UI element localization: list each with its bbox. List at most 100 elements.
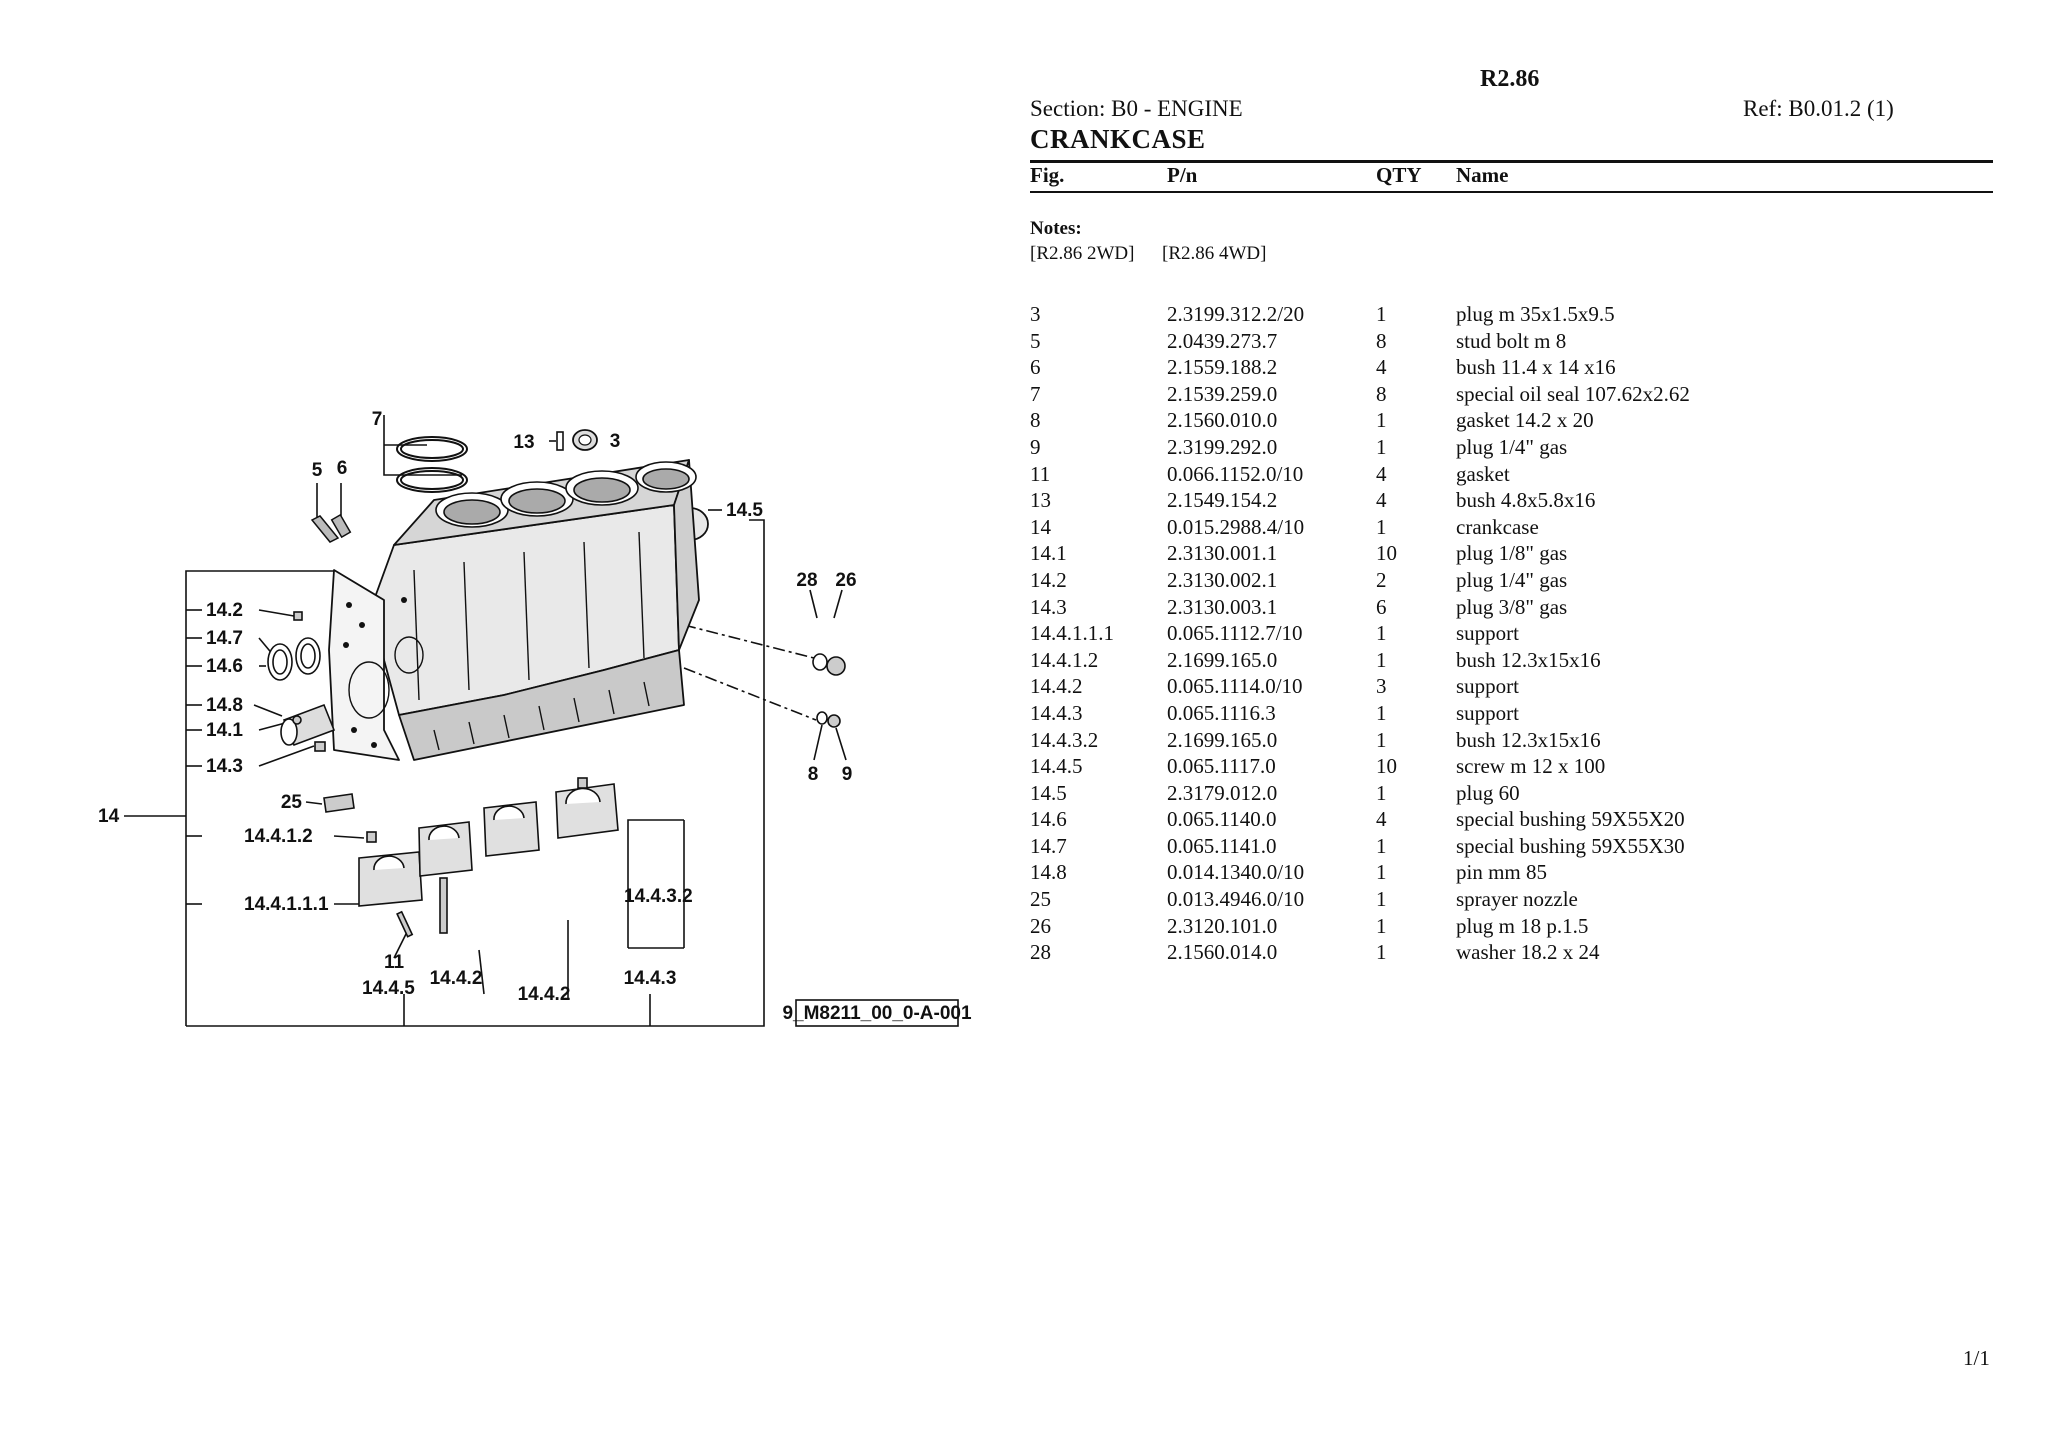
- row-part-number: 2.1560.014.0: [1167, 940, 1278, 965]
- row-fig: 14.4.3.2: [1030, 727, 1099, 752]
- table-row: 14.6 0.065.1140.0 4 special bushing 59X5…: [1030, 806, 1990, 833]
- table-row: 7 2.1539.259.0 8 special oil seal 107.62…: [1030, 381, 1990, 408]
- row-name: support: [1456, 621, 1519, 646]
- table-row: 14.1 2.3130.001.1 10 plug 1/8" gas: [1030, 540, 1990, 567]
- row-qty: 1: [1376, 302, 1387, 326]
- row-fig: 25: [1030, 887, 1051, 912]
- row-part-number: 2.3199.312.2/20: [1167, 302, 1305, 326]
- callout-14-4-3: 14.4.3: [624, 968, 677, 989]
- table-row: 5 2.0439.273.7 8 stud bolt m 8: [1030, 328, 1990, 355]
- row-part-number: 2.0439.273.7: [1167, 328, 1278, 353]
- table-row: 14.2 2.3130.002.1 2 plug 1/4" gas: [1030, 567, 1990, 594]
- row-fig: 14.2: [1030, 567, 1067, 592]
- row-name: special bushing 59X55X20: [1456, 807, 1685, 832]
- row-part-number: 0.065.1112.7/10: [1167, 621, 1303, 646]
- row-name: gasket 14.2 x 20: [1456, 408, 1594, 433]
- row-name: gasket: [1456, 461, 1510, 486]
- table-row: 14.4.1.2 2.1699.165.0 1 bush 12.3x15x16: [1030, 647, 1990, 674]
- table-row: 14.4.1.1.1 0.065.1112.7/10 1 support: [1030, 620, 1990, 647]
- column-header-pn: P/n: [1167, 163, 1198, 187]
- callout-14-4-2-b: 14.4.2: [518, 984, 571, 1005]
- row-fig: 9: [1030, 434, 1041, 459]
- row-part-number: 0.065.1117.0: [1167, 754, 1276, 779]
- row-name: plug m 35x1.5x9.5: [1456, 302, 1615, 326]
- row-name: plug 60: [1456, 780, 1520, 805]
- callout-14-4-5: 14.4.5: [362, 978, 415, 999]
- row-name: special oil seal 107.62x2.62: [1456, 381, 1690, 406]
- callout-14-6: 14.6: [206, 656, 243, 677]
- row-name: bush 11.4 x 14 x16: [1456, 355, 1616, 380]
- callout-11: 11: [384, 952, 405, 973]
- row-part-number: 0.066.1152.0/10: [1167, 461, 1304, 486]
- reference-label: Ref: B0.01.2 (1): [1743, 96, 1894, 121]
- row-name: screw m 12 x 100: [1456, 754, 1606, 779]
- model-code: R2.86: [1480, 66, 1540, 92]
- row-qty: 1: [1376, 940, 1387, 965]
- table-row: 11 0.066.1152.0/10 4 gasket: [1030, 461, 1990, 488]
- row-name: crankcase: [1456, 514, 1539, 539]
- callout-28: 28: [796, 570, 817, 591]
- crankcase-exploded-diagram: 9_M8211_00_0-A-001 7 13 3 5 6 14.5 14.2 …: [98, 409, 972, 1027]
- column-header-fig: Fig.: [1030, 163, 1065, 187]
- table-row: 14 0.015.2988.4/10 1 crankcase: [1030, 514, 1990, 541]
- row-part-number: 2.1560.010.0: [1167, 408, 1278, 433]
- row-fig: 14.6: [1030, 807, 1067, 832]
- row-name: support: [1456, 700, 1519, 725]
- callout-3: 3: [610, 431, 621, 452]
- row-qty: 1: [1376, 727, 1387, 752]
- table-row: 13 2.1549.154.2 4 bush 4.8x5.8x16: [1030, 487, 1990, 514]
- row-name: bush 12.3x15x16: [1456, 647, 1601, 672]
- table-row: 14.7 0.065.1141.0 1 special bushing 59X5…: [1030, 833, 1990, 860]
- row-name: bush 12.3x15x16: [1456, 727, 1601, 752]
- callout-14-5: 14.5: [726, 500, 763, 521]
- row-fig: 14.4.1.2: [1030, 647, 1099, 672]
- row-fig: 5: [1030, 328, 1041, 353]
- row-name: pin mm 85: [1456, 860, 1548, 885]
- parts-list: 3 2.3199.312.2/20 1 plug m 35x1.5x9.5 5 …: [1030, 301, 1990, 966]
- column-header-qty: QTY: [1376, 163, 1422, 187]
- row-name: stud bolt m 8: [1456, 328, 1567, 353]
- row-part-number: 0.065.1116.3: [1167, 700, 1276, 725]
- row-fig: 26: [1030, 913, 1051, 938]
- row-part-number: 2.3199.292.0: [1167, 434, 1278, 459]
- table-row: 14.5 2.3179.012.0 1 plug 60: [1030, 780, 1990, 807]
- variant-4wd: [R2.86 4WD]: [1162, 243, 1267, 264]
- header-rule-top: [1030, 160, 1993, 163]
- row-fig: 14.4.5: [1030, 754, 1083, 779]
- row-fig: 14.4.3: [1030, 700, 1083, 725]
- callout-14-4-2-a: 14.4.2: [430, 968, 483, 989]
- table-row: 28 2.1560.014.0 1 washer 18.2 x 24: [1030, 939, 1990, 966]
- table-row: 3 2.3199.312.2/20 1 plug m 35x1.5x9.5: [1030, 301, 1990, 328]
- table-row: 14.4.2 0.065.1114.0/10 3 support: [1030, 673, 1990, 700]
- callout-14-3: 14.3: [206, 756, 243, 777]
- callout-14: 14: [98, 806, 120, 827]
- callout-26: 26: [835, 570, 856, 591]
- page-title: CRANKCASE: [1030, 124, 1206, 154]
- row-qty: 8: [1376, 328, 1387, 353]
- row-part-number: 2.3130.001.1: [1167, 541, 1278, 566]
- variant-2wd: [R2.86 2WD]: [1030, 243, 1135, 264]
- row-name: washer 18.2 x 24: [1456, 940, 1600, 965]
- row-name: plug 3/8" gas: [1456, 594, 1568, 619]
- row-fig: 7: [1030, 381, 1041, 406]
- table-row: 9 2.3199.292.0 1 plug 1/4" gas: [1030, 434, 1990, 461]
- row-part-number: 2.1559.188.2: [1167, 355, 1278, 380]
- table-row: 14.3 2.3130.003.1 6 plug 3/8" gas: [1030, 594, 1990, 621]
- row-qty: 1: [1376, 621, 1387, 646]
- row-qty: 10: [1376, 541, 1397, 566]
- row-part-number: 0.013.4946.0/10: [1167, 887, 1305, 912]
- callout-14-7: 14.7: [206, 628, 243, 649]
- callout-9: 9: [842, 764, 853, 785]
- row-qty: 3: [1376, 674, 1387, 699]
- row-part-number: 0.015.2988.4/10: [1167, 514, 1305, 539]
- diagram-code-box: [795, 999, 959, 1027]
- row-part-number: 2.3130.002.1: [1167, 567, 1278, 592]
- callout-13: 13: [513, 432, 534, 453]
- row-fig: 14: [1030, 514, 1051, 539]
- callout-14-4-3-2: 14.4.3.2: [624, 886, 693, 907]
- table-row: 8 2.1560.010.0 1 gasket 14.2 x 20: [1030, 407, 1990, 434]
- row-name: sprayer nozzle: [1456, 887, 1578, 912]
- callout-14-2: 14.2: [206, 600, 243, 621]
- callout-25: 25: [281, 792, 303, 813]
- row-fig: 28: [1030, 940, 1051, 965]
